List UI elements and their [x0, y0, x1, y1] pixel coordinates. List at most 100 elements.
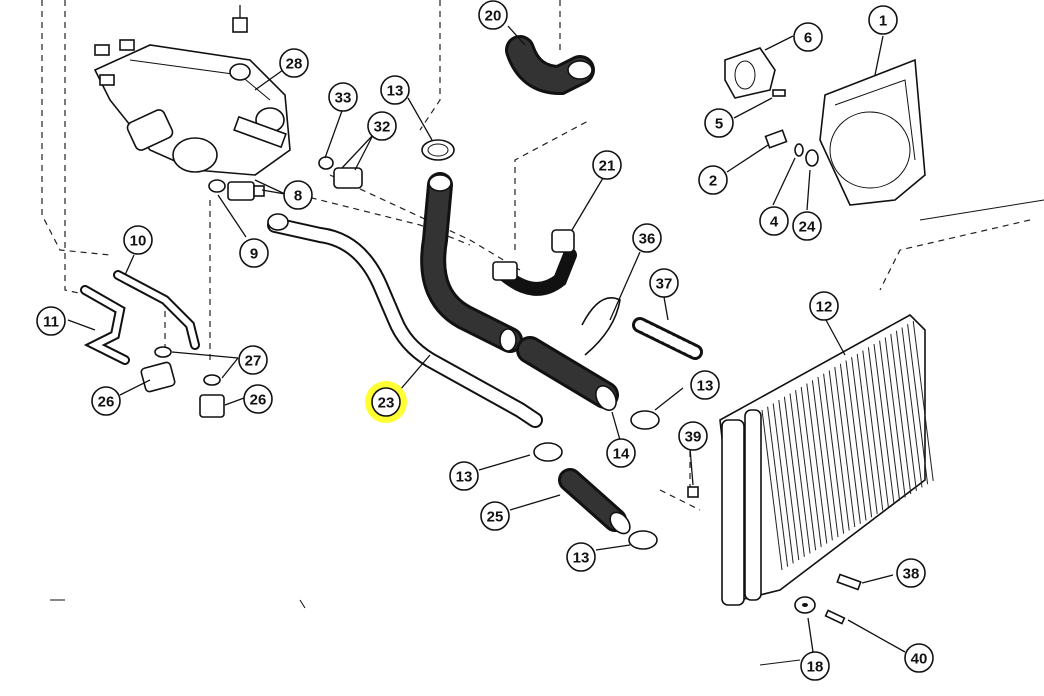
callout-number: 26 [250, 392, 267, 409]
radiator-fin [912, 320, 934, 481]
callout-1: 1 [868, 5, 898, 35]
callout-circle [123, 225, 153, 255]
callout-number: 13 [573, 550, 590, 567]
radiator-fin [800, 386, 822, 547]
callout-number: 13 [697, 378, 714, 395]
callout-number: 6 [804, 30, 812, 47]
clamp-13-right [630, 410, 660, 430]
hose-14 [516, 336, 619, 411]
bolt-40 [824, 609, 846, 625]
radiator-fin [795, 390, 817, 551]
callout-circle [238, 345, 268, 375]
callout-12: 12 [809, 291, 839, 321]
callout-circle [566, 542, 596, 572]
callout-number: 12 [816, 299, 833, 316]
bolt-38 [836, 573, 862, 591]
radiator-fin [867, 347, 889, 508]
bolt-2 [764, 129, 788, 149]
callout-number: 28 [286, 56, 303, 73]
callout-number: 27 [245, 353, 262, 370]
radiator-fin [772, 403, 794, 564]
tube-23 [267, 213, 543, 428]
callout-13: 13 [380, 75, 410, 105]
callout-33: 33 [328, 82, 358, 112]
callout-circle [800, 651, 830, 681]
spring-37 [632, 317, 703, 360]
callout-circle [793, 22, 823, 52]
callout-number: 39 [685, 429, 702, 446]
nut-24 [805, 149, 819, 167]
callout-number: 33 [335, 90, 352, 107]
callout-number: 32 [374, 119, 391, 136]
fan-shroud-1 [819, 58, 926, 206]
callout-18: 18 [800, 651, 830, 681]
radiator-fin [890, 334, 912, 495]
radiator-fin [851, 357, 873, 518]
callout-circle [792, 211, 822, 241]
hose-clamp-36 [581, 297, 621, 356]
callout-number: 24 [799, 219, 816, 236]
callout-circle [367, 111, 397, 141]
callout-10: 10 [123, 225, 153, 255]
callout-number: 26 [98, 394, 115, 411]
radiator-fin [895, 330, 917, 491]
radiator-fin [811, 380, 833, 541]
radiator-fin [823, 373, 845, 534]
callout-number: 13 [456, 469, 473, 486]
callout-40: 40 [904, 643, 934, 673]
radiator-fin [828, 370, 850, 531]
washer-4 [794, 143, 804, 157]
radiator-fin [783, 396, 805, 557]
hose-clamp-13-top [421, 139, 455, 161]
callout-number: 5 [715, 116, 723, 133]
callout-circle [239, 238, 269, 268]
callout-number: 9 [250, 246, 258, 263]
callout-4: 4 [759, 206, 789, 236]
callout-circle [480, 501, 510, 531]
callout-14: 14 [606, 438, 636, 468]
callout-circle [36, 306, 66, 336]
callout-circle [606, 438, 636, 468]
radiator-fin [873, 343, 895, 505]
hose-25 [558, 468, 631, 535]
callout-11: 11 [36, 306, 66, 336]
long-hose [420, 172, 523, 353]
callout-21: 21 [592, 150, 622, 180]
control-valve-body [93, 39, 291, 176]
callout-number: 2 [709, 173, 717, 190]
radiator-core-12 [719, 314, 934, 606]
callout-circle [868, 5, 898, 35]
callout-number: 4 [770, 214, 779, 231]
callout-number: 20 [485, 8, 502, 25]
callout-32: 32 [367, 111, 397, 141]
radiator-fin [856, 353, 878, 514]
callout-13: 13 [449, 461, 479, 491]
callout-13: 13 [690, 370, 720, 400]
radiator-fin [761, 409, 783, 571]
callout-8: 8 [283, 180, 313, 210]
callout-circle [283, 180, 313, 210]
callout-number: 14 [613, 446, 630, 463]
oring-27-lower [203, 374, 221, 386]
radiator-fin [767, 406, 789, 567]
callout-circle [279, 48, 309, 78]
callout-circle [592, 150, 622, 180]
callout-number: 11 [43, 314, 59, 331]
callout-number: 21 [599, 158, 616, 175]
callout-24: 24 [792, 211, 822, 241]
fitting-8-and-oring-9 [208, 179, 265, 201]
callout-number: 23 [378, 395, 395, 412]
callout-circle [698, 165, 728, 195]
callout-28: 28 [279, 48, 309, 78]
callout-number: 13 [387, 83, 404, 100]
callout-36: 36 [632, 223, 662, 253]
radiator-fin [884, 337, 906, 498]
radiator-fin [901, 327, 923, 488]
callout-38: 38 [896, 558, 926, 588]
radiator-fin [817, 376, 839, 538]
callout-circle [449, 461, 479, 491]
callout-circle [91, 386, 121, 416]
callout-circle [759, 206, 789, 236]
callout-circle [328, 82, 358, 112]
